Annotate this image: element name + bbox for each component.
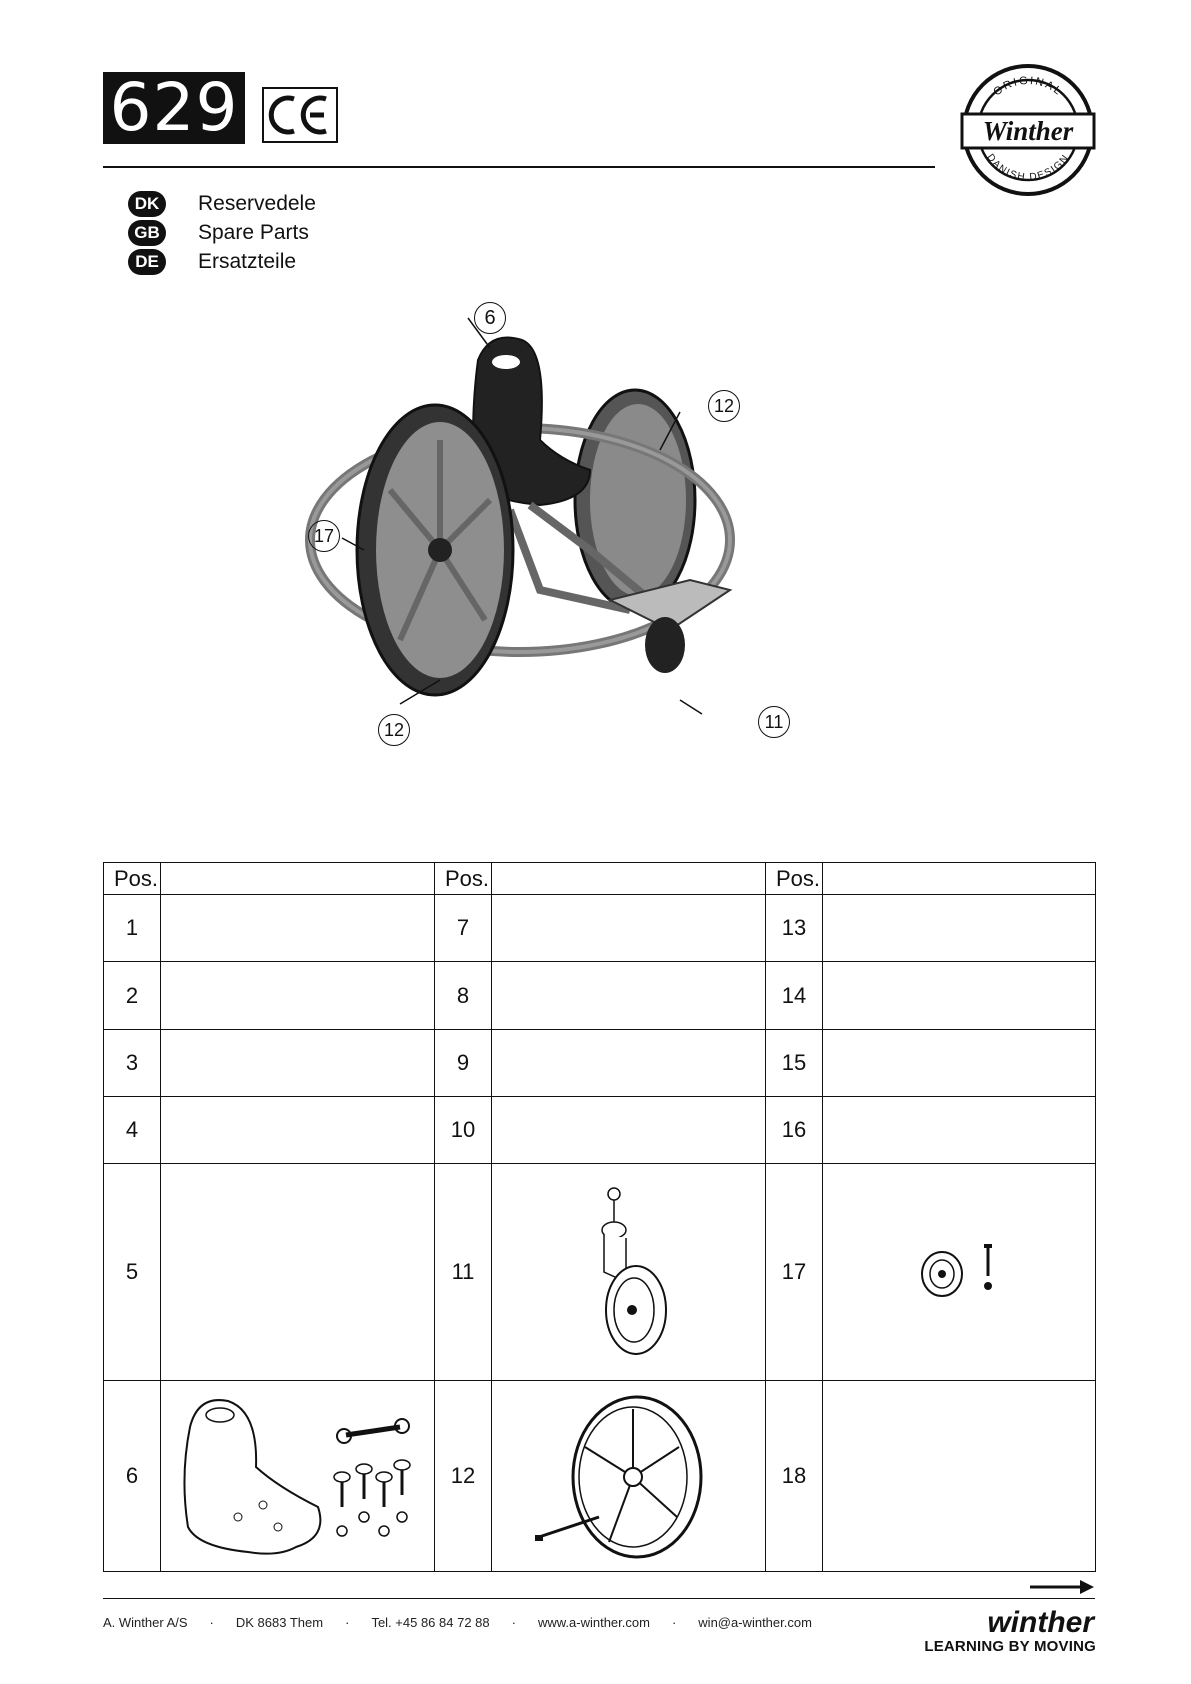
language-label-dk: Reservedele [198,192,316,215]
description-header [160,861,435,896]
part-cell [822,1095,1096,1165]
next-page-arrow-icon [1030,1580,1094,1594]
part-cell [491,1028,766,1097]
pos-number: 4 [103,1095,161,1165]
footer-separator: · [345,1615,350,1630]
footer-phone: Tel. +45 86 84 72 88 [371,1615,490,1630]
part-cell [160,894,435,963]
caster-wheel-icon [645,617,685,673]
small-wheel-bolt-part-icon [921,1244,992,1298]
language-badge-dk: DK [128,191,166,217]
pos-number: 6 [103,1380,161,1572]
part-cell [160,1095,435,1165]
language-row-dk: DK Reservedele [128,190,316,218]
part-cell [491,894,766,963]
pos-number: 2 [103,961,161,1030]
pos-number: 9 [434,1028,492,1097]
pos-number: 17 [765,1163,823,1382]
pos-number: 11 [434,1163,492,1382]
description-header [822,861,1096,896]
part-cell [822,1028,1096,1097]
table-row: 6 [103,1380,1096,1572]
part-cell [491,961,766,1030]
ce-mark [262,87,338,143]
callout-12-rear: 12 [708,390,740,422]
table-row: 4 10 16 [103,1095,1096,1165]
part-cell [491,1163,766,1382]
pos-header: Pos. [103,861,161,896]
table-row: 2 8 14 [103,961,1096,1030]
callout-17: 17 [308,520,340,552]
svg-text:Winther: Winther [983,116,1074,146]
winther-original-seal-logo: ORIGINAL DANISH DESIGN Winther [960,64,1096,196]
part-cell [491,1095,766,1165]
part-cell [491,1380,766,1572]
language-label-de: Ersatzteile [198,250,297,273]
winther-footer-logo: winther [987,1606,1096,1639]
footplate-icon [607,578,733,632]
footer-address: DK 8683 Them [235,1615,324,1630]
language-badge-de: DE [128,249,166,275]
language-badge-gb: GB [128,220,166,246]
table-row: 1 7 13 [103,894,1096,963]
footer-separator: · [671,1615,677,1630]
table-row: 3 9 15 [103,1028,1096,1097]
part-cell [160,961,435,1030]
language-label-gb: Spare Parts [198,221,309,244]
pos-number: 16 [765,1095,823,1165]
pos-number: 10 [434,1095,492,1165]
callout-6: 6 [474,302,506,334]
footer-divider [103,1598,1095,1599]
footer-email[interactable]: win@a-winther.com [698,1615,812,1630]
footer-contact-line: A. Winther A/S · DK 8683 Them · Tel. +45… [103,1615,812,1630]
pos-number: 7 [434,894,492,963]
pos-number: 5 [103,1163,161,1382]
footer-website[interactable]: www.a-winther.com [537,1615,650,1630]
footer-separator: · [511,1615,516,1630]
footer-slogan: LEARNING BY MOVING [924,1638,1096,1655]
description-header [491,861,766,896]
part-cell [822,1380,1096,1572]
table-row: 5 11 17 [103,1163,1096,1382]
footer-separator: · [209,1615,214,1630]
language-row-gb: GB Spare Parts [128,219,309,247]
pos-header: Pos. [765,861,823,896]
pos-number: 18 [765,1380,823,1572]
pos-header: Pos. [434,861,492,896]
part-cell [160,1163,435,1382]
footer-company: A. Winther A/S [103,1615,188,1630]
model-number: 629 [103,72,245,144]
pos-number: 13 [765,894,823,963]
part-cell [822,894,1096,963]
part-cell [822,1163,1096,1382]
spare-parts-table: Pos. Pos. Pos. 1 7 13 2 8 14 3 9 15 4 10… [103,861,1096,1572]
large-wheel-part-icon [534,1395,702,1559]
pos-number: 3 [103,1028,161,1097]
pos-number: 15 [765,1028,823,1097]
pos-number: 14 [765,961,823,1030]
callout-11: 11 [758,706,790,738]
language-row-de: DE Ersatzteile [128,248,296,276]
table-header-row: Pos. Pos. Pos. [103,861,1096,896]
part-cell [160,1028,435,1097]
pos-number: 8 [434,961,492,1030]
product-illustration [305,317,735,715]
pos-number: 12 [434,1380,492,1572]
footer-logo-text: winther [987,1606,1096,1639]
seat-hardware-part-icon [182,1399,411,1555]
header-divider [103,166,935,168]
pos-number: 1 [103,894,161,963]
part-cell [822,961,1096,1030]
callout-12-front: 12 [378,714,410,746]
caster-wheel-part-icon [600,1187,667,1356]
part-cell [160,1380,435,1572]
ce-mark-icon [268,95,327,135]
